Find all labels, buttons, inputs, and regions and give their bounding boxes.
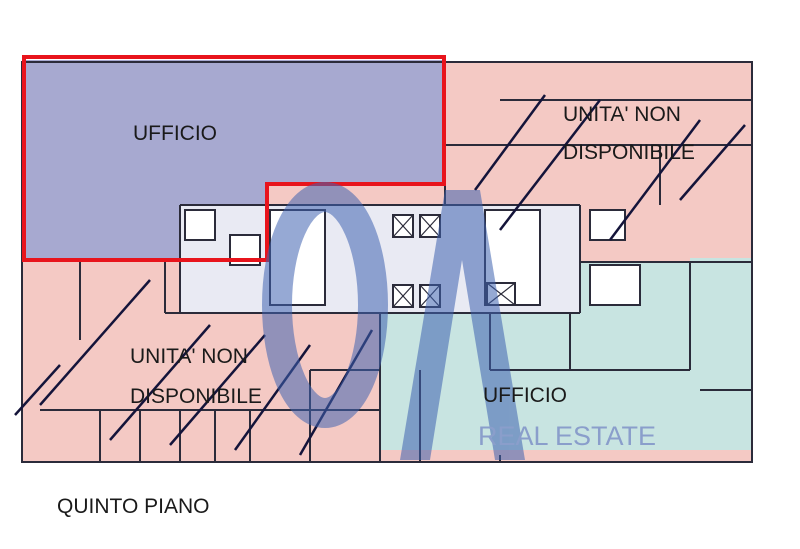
room-label-unavailable-2-line2: DISPONIBILE <box>130 385 262 408</box>
room-label-office-2: UFFICIO <box>483 384 567 407</box>
watermark-logo <box>262 182 525 460</box>
watermark-tagline: REAL ESTATE <box>478 421 656 451</box>
room-label-unavailable-1-line1: UNITA' NON <box>563 103 681 126</box>
room-label-unavailable-2-line1: UNITA' NON <box>130 345 248 368</box>
office-zone-top-left <box>24 60 444 260</box>
room-label-office-1: UFFICIO <box>133 122 217 145</box>
room-label-unavailable-1-line2: DISPONIBILE <box>563 141 695 164</box>
floor-label: QUINTO PIANO <box>57 495 209 518</box>
selected-unit-outline <box>22 55 446 262</box>
